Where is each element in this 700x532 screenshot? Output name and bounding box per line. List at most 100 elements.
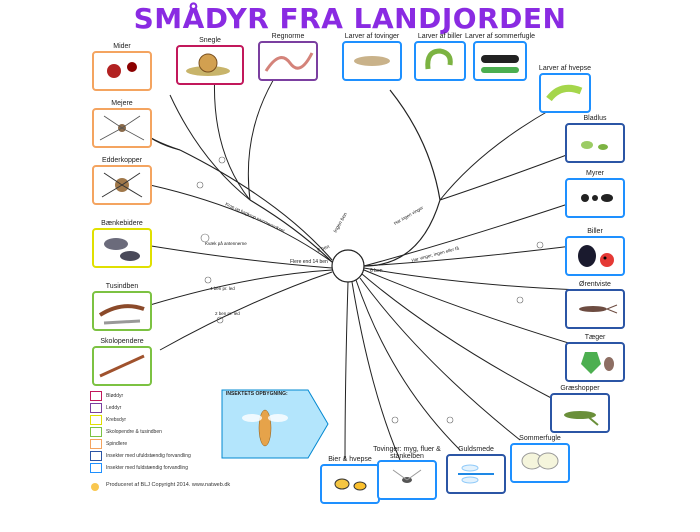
category-taeger[interactable]: Tæger — [535, 334, 655, 382]
branch-ingen-ben-line — [249, 199, 333, 263]
legend-swatch — [90, 463, 102, 473]
insect-anatomy-panel: INSEKTETS OPBYGNING: — [220, 388, 330, 460]
legend-label: Insekter med ufuldstændig forvandling — [106, 453, 191, 459]
category-graeshopper[interactable]: Græshopper — [520, 385, 640, 433]
sun-logo-icon — [91, 483, 99, 491]
branch-biller-line — [363, 244, 581, 267]
category-larver-biller[interactable]: Larver af biller — [380, 33, 500, 81]
shieldbug-icon — [581, 352, 614, 374]
category-taeger-label: Tæger — [584, 334, 606, 341]
category-guldsmede[interactable]: Guldsmede — [416, 446, 536, 494]
category-mider-label: Mider — [113, 43, 131, 50]
category-orentviste[interactable]: Ørentviste — [535, 281, 655, 329]
tusindben-image — [92, 291, 152, 331]
category-tusindben[interactable]: Tusindben — [62, 283, 182, 331]
branch-guldsmede-line — [355, 279, 461, 451]
branch-baenkebider-line — [144, 244, 333, 269]
caterpillar-icon — [481, 55, 519, 73]
legend: Bløddyr Leddyr Krebsdyr Skolopendre & tu… — [90, 390, 191, 474]
category-regnorme[interactable]: Regnorme — [228, 33, 348, 81]
branch-seks-ben-line — [363, 89, 441, 267]
anatomy-title: INSEKTETS OPBYGNING: — [226, 391, 288, 397]
label-otte-ben: 8 ben — [317, 244, 331, 254]
branch-taeger-line — [363, 269, 576, 346]
copyright-text: Produceret af BLJ Copyright 2014. www.na… — [106, 482, 231, 488]
label-seks-ben: 6 ben — [370, 268, 383, 274]
legend-label: Bløddyr — [106, 393, 124, 399]
category-tovinger-label: Tovinger: myg, fluer & stankelben — [373, 446, 441, 460]
legend-swatch — [90, 415, 102, 425]
category-sommerfugle-label: Sommerfugle — [519, 435, 561, 442]
legend-swatch — [90, 427, 102, 437]
woodlouse-icon — [104, 238, 140, 261]
branch-myrer-line — [363, 199, 581, 267]
legend-item: Skolopendre & tusindben — [90, 426, 191, 438]
legend-swatch — [90, 391, 102, 401]
category-snegle-label: Snegle — [199, 37, 221, 44]
category-bladlus[interactable]: Bladlus — [535, 115, 655, 163]
beetle-larva-icon — [425, 48, 453, 70]
category-graeshopper-label: Græshopper — [560, 385, 600, 392]
legend-item: Insekter med ufuldstændig forvandling — [90, 450, 191, 462]
fly-larva-icon — [354, 56, 390, 66]
label-to-ben: 2 ben pr. led — [215, 311, 240, 316]
legend-label: Insekter med fuldstændig forvandling — [106, 465, 188, 471]
category-larver-hvepse[interactable]: Larver af hvepse — [505, 65, 625, 113]
legend-label: Spindlere — [106, 441, 128, 447]
label-mange-ben: 4 ben pr. led — [210, 286, 235, 291]
category-baenkebidere[interactable]: Bænkebidere — [62, 220, 182, 268]
branch-tusindben-line — [149, 269, 333, 306]
sawfly-larva-icon — [546, 84, 583, 102]
label-flere-end-14: Flere end 14 ben — [290, 259, 328, 265]
guldsmede-image — [446, 454, 506, 494]
branch-bier-line — [344, 281, 349, 461]
harvestman-icon — [99, 115, 145, 141]
category-myrer[interactable]: Myrer — [535, 170, 655, 218]
branch-otte-ben-line — [179, 149, 333, 261]
category-larver-tovinger[interactable]: Larver af tovinger — [312, 33, 432, 81]
dragonfly-icon — [458, 464, 494, 484]
label-kvaek: Kvæk på antennerne — [205, 240, 247, 246]
legend-label: Krebsdyr — [106, 417, 127, 423]
category-mejere-label: Mejere — [111, 100, 133, 107]
branch-skolopender-line — [159, 271, 333, 351]
category-larver-sommerfugle[interactable]: Larver af sommerfugle — [440, 33, 560, 81]
category-tovinger[interactable]: Tovinger: myg, fluer & stankelben — [347, 446, 467, 500]
category-mider[interactable]: Mider — [62, 43, 182, 91]
legend-item: Spindlere — [90, 438, 191, 450]
branch-snegle-line — [169, 94, 251, 201]
anatomy-arrow-shape — [221, 389, 329, 459]
branch-orentviste-line — [363, 267, 581, 291]
category-guldsmede-label: Guldsmede — [458, 446, 494, 453]
baenkebidere-image — [92, 228, 152, 268]
legend-item: Bløddyr — [90, 390, 191, 402]
category-edderkopper[interactable]: Edderkopper — [62, 157, 182, 205]
branch-tovinger-line — [351, 281, 401, 461]
category-regnorme-label: Regnorme — [271, 33, 305, 40]
footer: Produceret af BLJ Copyright 2014. www.na… — [91, 482, 231, 491]
tovinger-image — [377, 460, 437, 500]
category-biller-label: Biller — [587, 228, 603, 235]
sommerfugle-image — [510, 443, 570, 483]
legend-swatch — [90, 451, 102, 461]
category-skolopendere[interactable]: Skolopendere — [62, 338, 182, 386]
label-ingen-vinger: Har ingen vinger — [393, 205, 425, 226]
larver-biller-image — [414, 41, 466, 81]
branch-bladlus-line — [439, 149, 581, 201]
category-snegle[interactable]: Snegle — [150, 37, 270, 85]
butterfly-icon — [521, 452, 559, 470]
category-larver-sommerfugle-label: Larver af sommerfugle — [464, 33, 536, 40]
mejere-image — [92, 108, 152, 148]
category-biller[interactable]: Biller — [535, 228, 655, 276]
category-mejere[interactable]: Mejere — [62, 100, 182, 148]
ant-icon — [581, 194, 613, 202]
skolopendere-image — [92, 346, 152, 386]
category-larver-biller-label: Larver af biller — [417, 33, 463, 40]
label-ingen-ben: Ingen ben — [333, 212, 349, 234]
taeger-image — [565, 342, 625, 382]
beetle-icon — [578, 245, 614, 267]
page-title: SMÅDYR FRA LANDJORDEN — [133, 2, 567, 35]
bladlus-image — [565, 123, 625, 163]
category-sommerfugle[interactable]: Sommerfugle — [480, 435, 600, 483]
